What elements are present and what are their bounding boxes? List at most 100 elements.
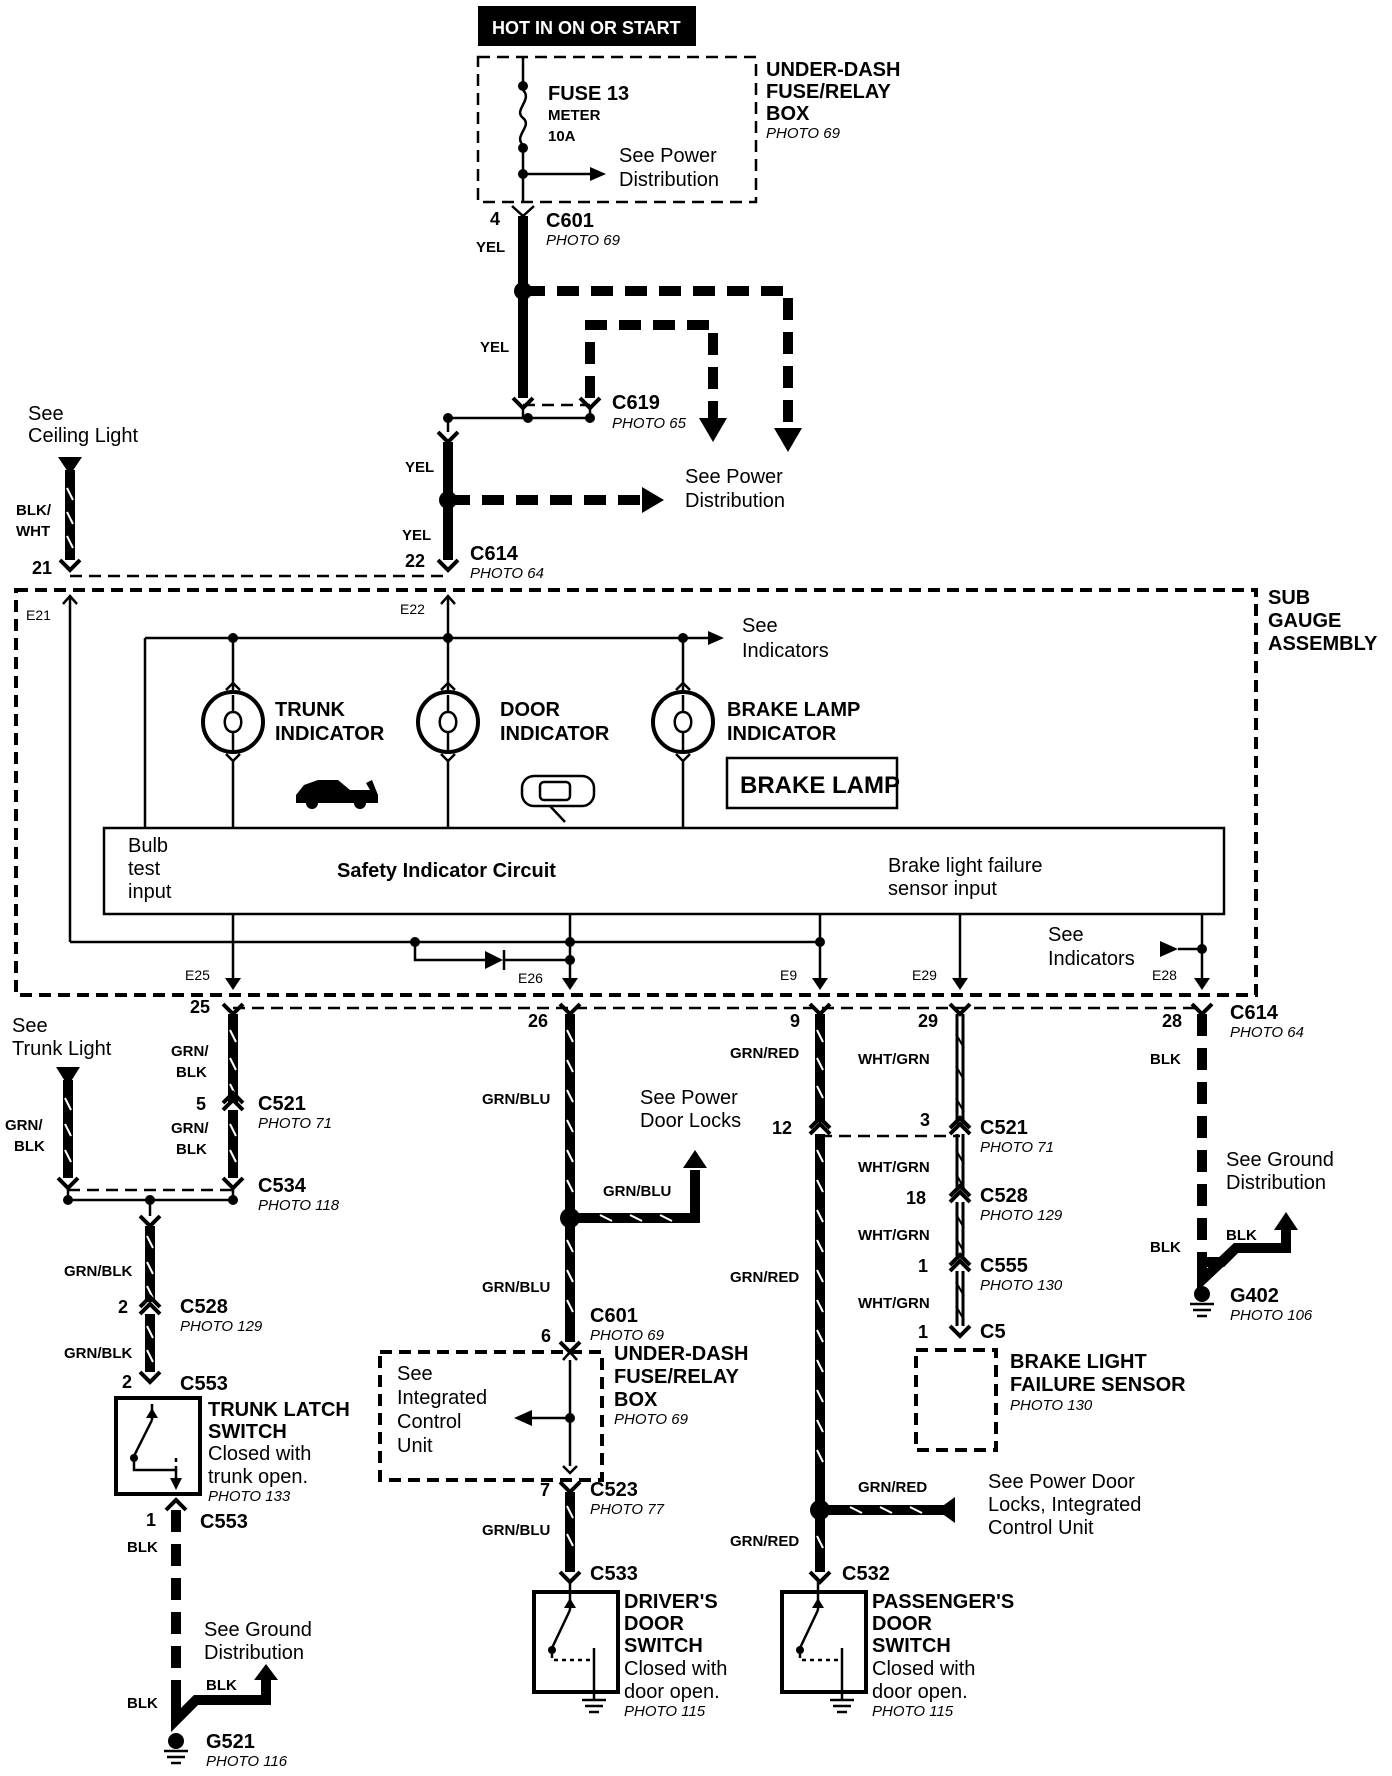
- c523-name: C523: [590, 1479, 638, 1501]
- brake-lamp-indicator-label-2: INDICATOR: [727, 723, 837, 745]
- c614-top-connector-22: [436, 558, 460, 573]
- c521-left-name: C521: [258, 1093, 306, 1115]
- c614-bottom-pin-29: 29: [918, 1011, 938, 1031]
- c614-top-name: C614: [470, 543, 519, 565]
- wire-grn-red-3: GRN/RED: [858, 1479, 927, 1496]
- g402-name: G402: [1230, 1285, 1279, 1307]
- c521-right-pin-3: 3: [920, 1110, 930, 1130]
- c601-top-name: C601: [546, 210, 594, 232]
- power-source-tag: [478, 6, 696, 46]
- c555-connector: [948, 1252, 972, 1273]
- sub-gauge-name-1: SUB: [1268, 587, 1310, 609]
- wire-blk-right-2: BLK: [1150, 1239, 1181, 1256]
- c614-top-pin-22: 22: [405, 551, 425, 571]
- fuse-13-icon: [518, 89, 528, 146]
- ground-dist-left-1: See Ground: [204, 1619, 312, 1641]
- terminal-e21: E21: [26, 607, 51, 623]
- wire-blk-left-1: BLK: [127, 1539, 158, 1556]
- brake-sensor-name-2: FAILURE SENSOR: [1010, 1374, 1186, 1396]
- fuse-box-mid-name-2: FUSE/RELAY: [614, 1366, 740, 1388]
- c521-left-pin: 5: [196, 1094, 206, 1114]
- wire-grn-blk-b1: GRN/: [171, 1120, 209, 1137]
- bulb-test-1: Bulb: [128, 835, 168, 857]
- wire-grn-blk-a1: GRN/: [171, 1043, 209, 1060]
- c601-top-pin: 4: [490, 209, 500, 229]
- brake-lamp-indicator-bulb: [651, 638, 715, 828]
- power-door-locks-ref-2: Door Locks: [640, 1110, 741, 1132]
- c528-left-name: C528: [180, 1296, 228, 1318]
- power-door-locks-icu-1: See Power Door: [988, 1471, 1135, 1493]
- c523-pin: 7: [540, 1480, 550, 1500]
- c553-top-name: C553: [180, 1373, 228, 1395]
- see-power-dist-mid-1: See Power: [685, 466, 783, 488]
- c614-bottom-name: C614: [1230, 1002, 1279, 1024]
- c555-photo: PHOTO 130: [980, 1277, 1063, 1294]
- c534-photo: PHOTO 118: [258, 1197, 340, 1214]
- wire-grn-blu-3: GRN/BLU: [482, 1279, 550, 1296]
- power-door-locks-ref-1: See Power: [640, 1087, 738, 1109]
- c619-connector-left: [511, 396, 535, 411]
- c614-top-photo: PHOTO 64: [470, 565, 544, 582]
- fuse-13-rating: 10A: [548, 128, 576, 145]
- wire-yel-3: YEL: [405, 459, 434, 476]
- fuse-box-mid-name-3: BOX: [614, 1389, 658, 1411]
- c521-left-connector: [221, 1090, 245, 1112]
- switch-icon: [796, 1582, 854, 1714]
- c528-right-connector: [948, 1183, 972, 1204]
- c523-photo: PHOTO 77: [590, 1501, 665, 1518]
- power-door-locks-icu-2: Locks, Integrated: [988, 1494, 1141, 1516]
- g402-photo: PHOTO 106: [1230, 1307, 1313, 1324]
- integrated-control-ref-1: See: [397, 1363, 433, 1385]
- fuse-box-mid-photo: PHOTO 69: [614, 1411, 689, 1428]
- c5-name: C5: [980, 1321, 1006, 1343]
- wire-grn-red-2: GRN/RED: [730, 1269, 799, 1286]
- ground-dist-right-1: See Ground: [1226, 1149, 1334, 1171]
- c601-mid-name: C601: [590, 1305, 638, 1327]
- wire-blk-right-1: BLK: [1150, 1051, 1181, 1068]
- wire-grn-blu-1: GRN/BLU: [482, 1091, 550, 1108]
- c601-mid-photo: PHOTO 69: [590, 1327, 665, 1344]
- c528-left-photo: PHOTO 129: [180, 1318, 263, 1335]
- wire-wht-grn-4: WHT/GRN: [858, 1295, 930, 1312]
- under-dash-fuse-box-top: [476, 55, 758, 204]
- drivers-door-photo: PHOTO 115: [624, 1703, 706, 1720]
- wire-grn-blk-a2: BLK: [176, 1064, 207, 1081]
- see-indicators-top-1: See: [742, 615, 778, 637]
- fuse-box-top-name-2: FUSE/RELAY: [766, 81, 892, 103]
- terminal-e9: E9: [780, 967, 797, 983]
- brake-lamp-indicator-label-1: BRAKE LAMP: [727, 699, 860, 721]
- c521-right-connector-12: [808, 1115, 832, 1136]
- wire-grn-red-1: GRN/RED: [730, 1045, 799, 1062]
- wire-blk-wht-1: BLK/: [16, 502, 52, 519]
- fuse-13-name: METER: [548, 107, 601, 124]
- c528-right-photo: PHOTO 129: [980, 1207, 1063, 1224]
- wire-blk-left-2: BLK: [127, 1695, 158, 1712]
- passengers-door-desc-1: Closed with: [872, 1658, 975, 1680]
- terminal-e28: E28: [1152, 967, 1177, 983]
- c521-right-name: C521: [980, 1117, 1028, 1139]
- c614-bottom-photo: PHOTO 64: [1230, 1024, 1304, 1041]
- integrated-control-ref-2: Integrated: [397, 1387, 487, 1409]
- sub-gauge-assembly: [14, 588, 1258, 997]
- brake-sensor-input-1: Brake light failure: [888, 855, 1043, 877]
- c534-name: C534: [258, 1175, 307, 1197]
- c614-top-pin-21: 21: [32, 558, 52, 578]
- trunk-latch-photo: PHOTO 133: [208, 1488, 291, 1505]
- ceiling-light-ref-2: Ceiling Light: [28, 425, 139, 447]
- drivers-door-desc-1: Closed with: [624, 1658, 727, 1680]
- circuit-title: Safety Indicator Circuit: [337, 860, 556, 882]
- wire-grn-blk-c1: GRN/: [5, 1117, 43, 1134]
- wire-grn-blk-b2: BLK: [176, 1141, 207, 1158]
- bulb-test-3: input: [128, 881, 172, 903]
- wire-grn-blu-4: GRN/BLU: [482, 1522, 550, 1539]
- trunk-indicator-label-1: TRUNK: [275, 699, 346, 721]
- trunk-latch-switch: [114, 1396, 202, 1496]
- terminal-e26: E26: [518, 970, 543, 986]
- c521-left-photo: PHOTO 71: [258, 1115, 332, 1132]
- terminal-e25: E25: [185, 967, 210, 983]
- trunk-latch-desc-1: Closed with: [208, 1443, 311, 1465]
- wire-blk-left-3: BLK: [206, 1677, 237, 1694]
- passengers-door-switch: [780, 1590, 868, 1694]
- c555-name: C555: [980, 1255, 1028, 1277]
